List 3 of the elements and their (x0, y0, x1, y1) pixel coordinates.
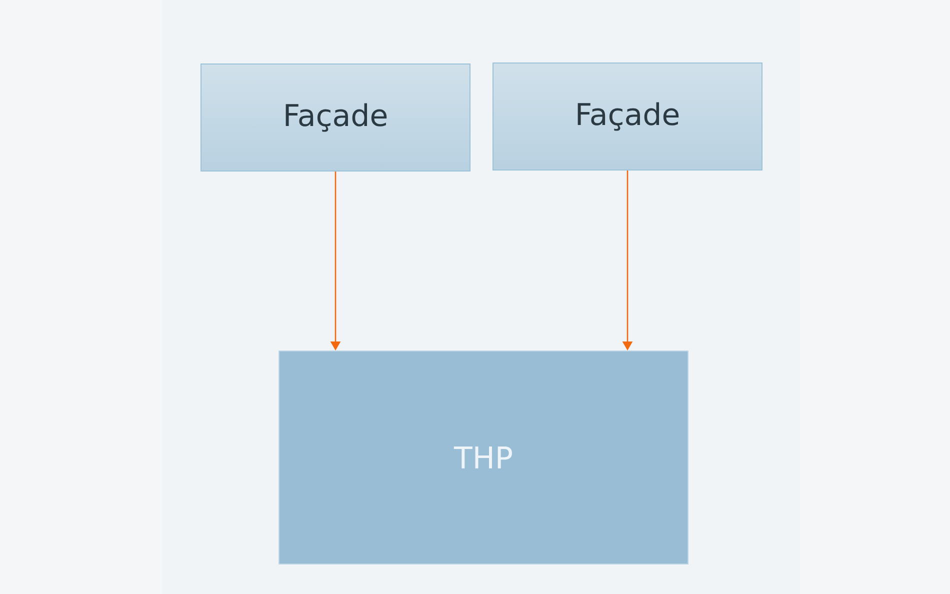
component-box: Façade (492, 62, 762, 170)
component-box: Façade (200, 64, 470, 172)
component-box: THP (278, 350, 688, 564)
